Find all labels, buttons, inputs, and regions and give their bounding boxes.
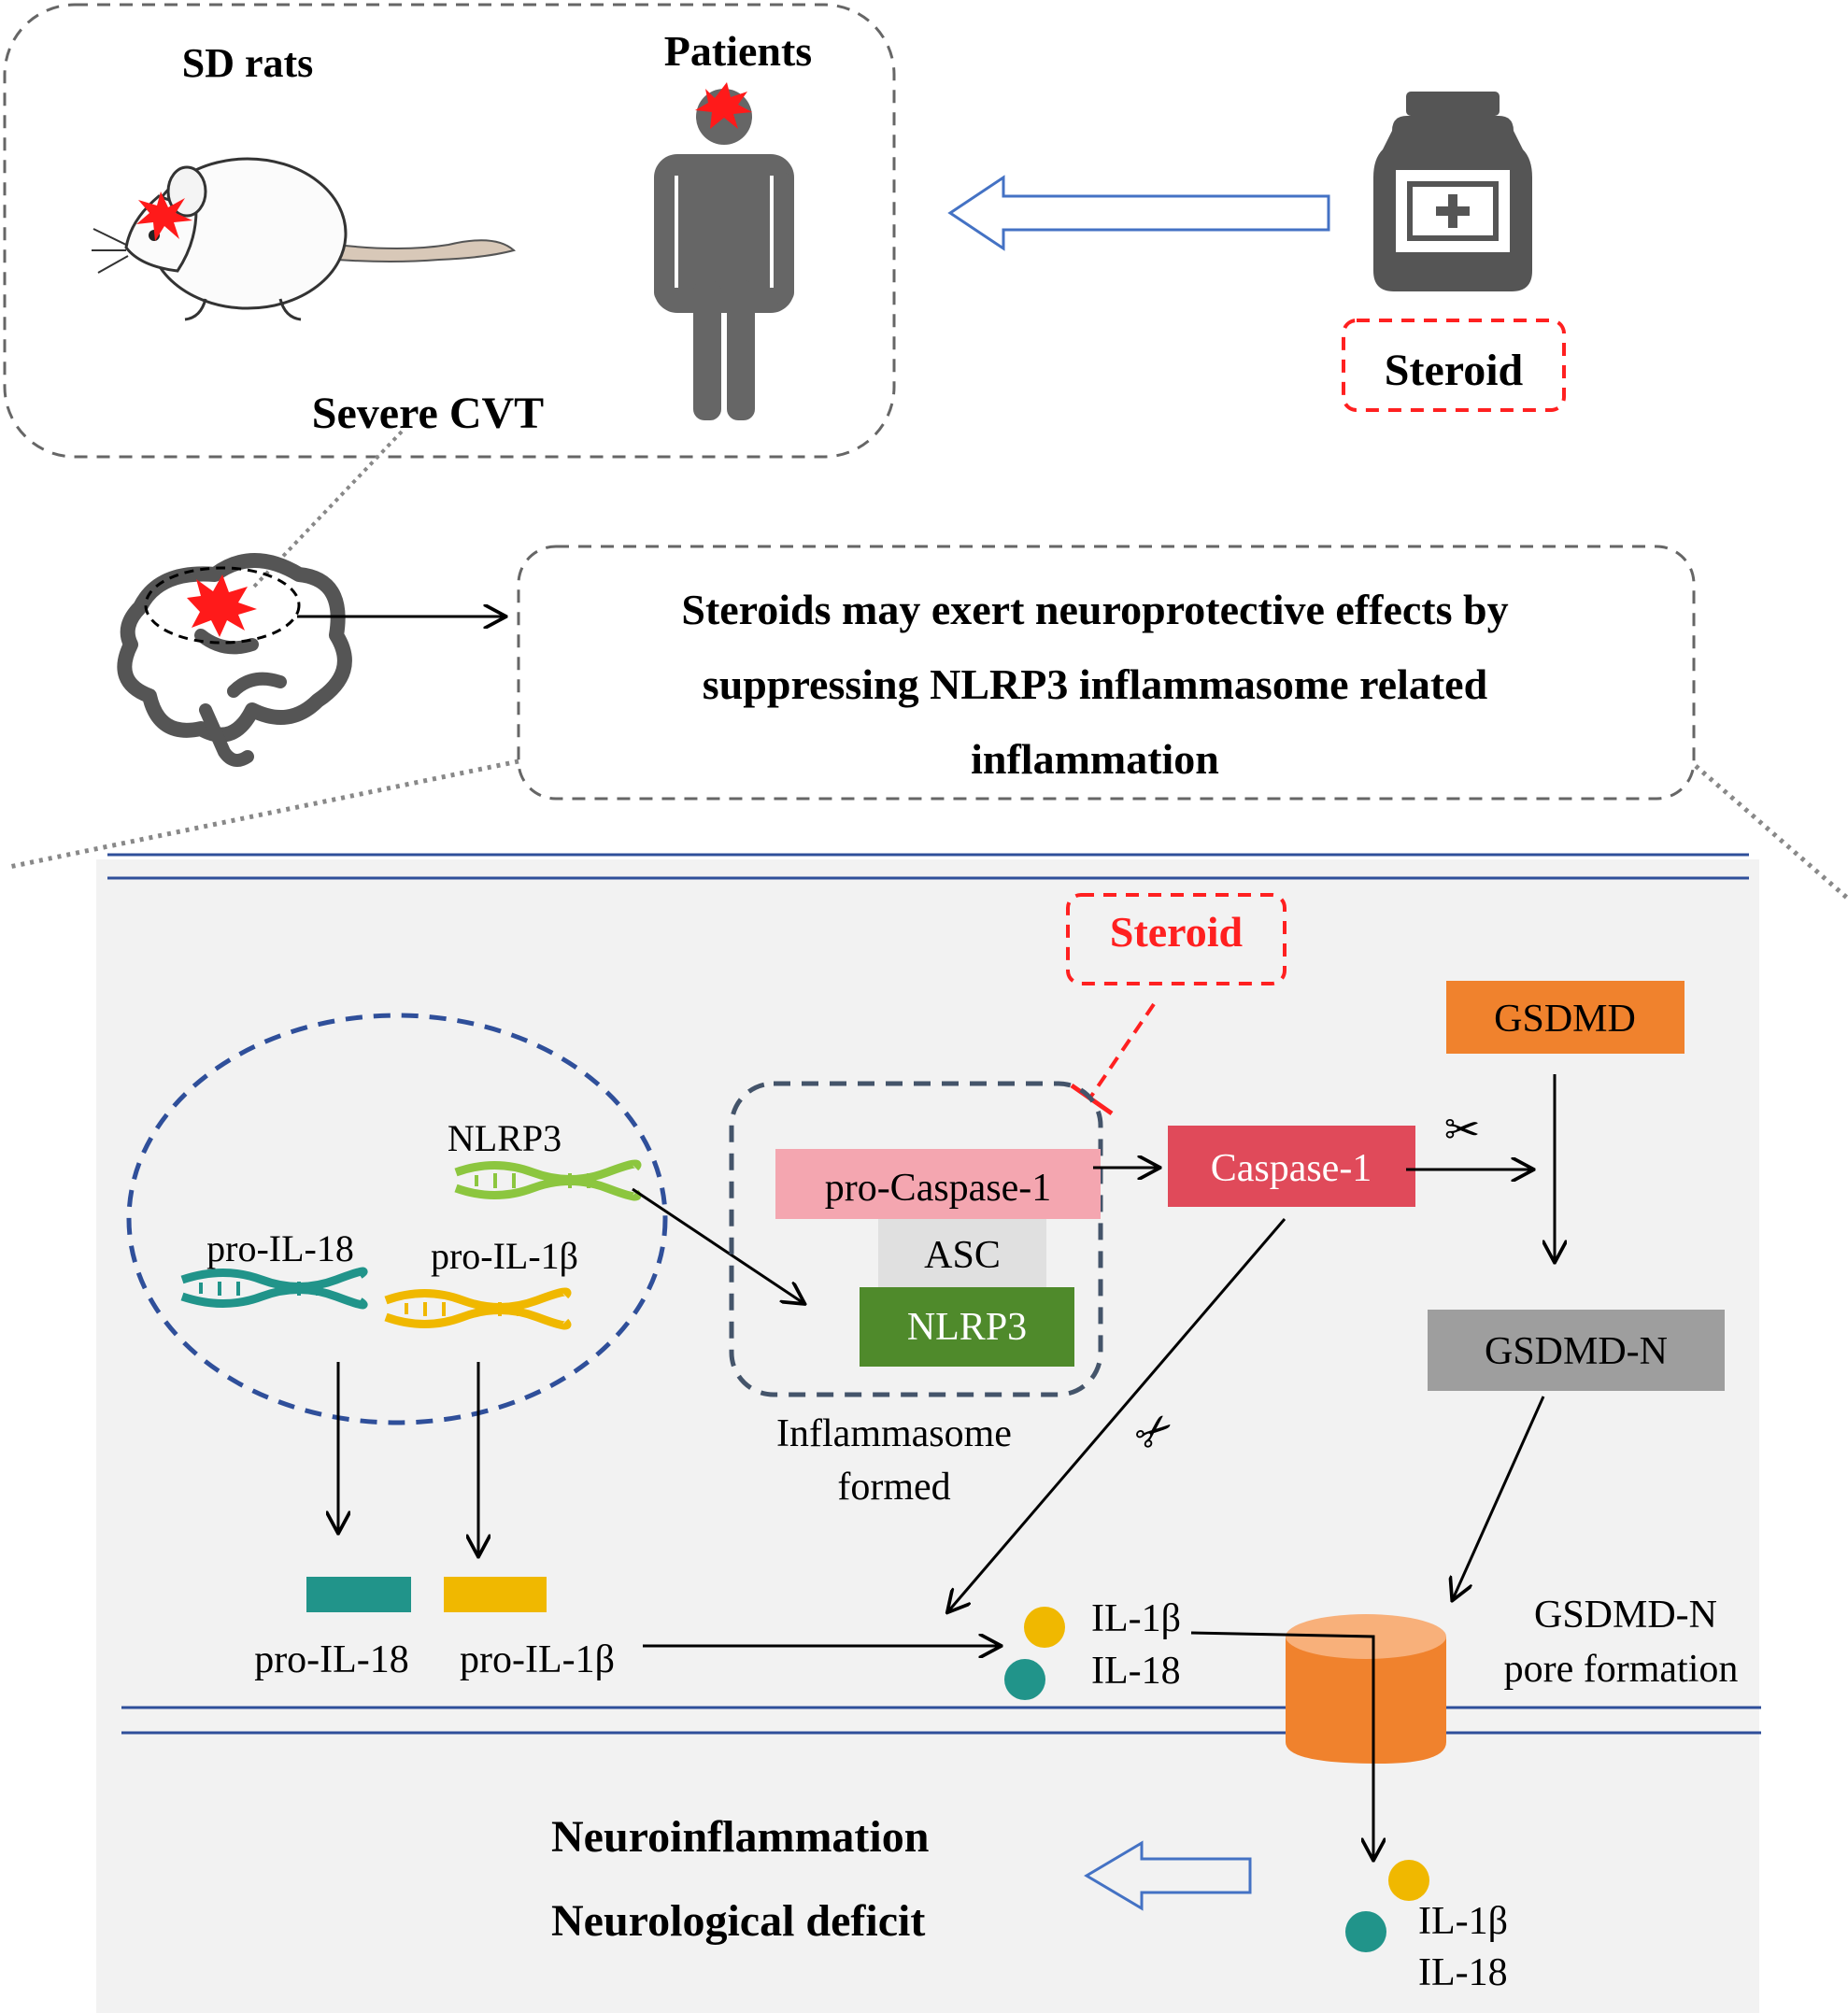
steroid-top-box — [1342, 319, 1566, 412]
nlrp3-gene-label: NLRP3 — [448, 1117, 562, 1159]
brain-icon — [117, 553, 352, 767]
patient-icon — [654, 82, 794, 420]
steroid-top-label: Steroid — [1385, 346, 1524, 395]
outcome-arrow — [1084, 1840, 1252, 1911]
treatment-arrow — [947, 175, 1330, 251]
nlrp3-protein-box — [860, 1287, 1074, 1367]
inflammasome-complex — [729, 1081, 1103, 1397]
gsdmd-n-label: GSDMD-N — [1485, 1330, 1668, 1373]
gsdmd-label: GSDMD — [1494, 998, 1636, 1041]
pro-il1b-protein-bar — [444, 1577, 547, 1612]
il18-released-dot — [1345, 1911, 1386, 1952]
scissors-icon: ✂ — [1444, 1106, 1481, 1154]
patients-label: Patients — [664, 27, 812, 75]
il1b-inside-label: IL-1β — [1091, 1597, 1181, 1640]
medicine-bottle-icon — [1373, 92, 1532, 291]
summary-box — [517, 545, 1696, 801]
pro-il1b-protein-label: pro-IL-1β — [460, 1638, 615, 1681]
models-panel: SD rats Patients Severe CVT — [3, 3, 896, 459]
pro-il1b-dna-icon — [384, 1287, 572, 1330]
outcome-1: Neuroinflammation — [551, 1812, 929, 1862]
il1b-released-label: IL-1β — [1418, 1900, 1508, 1943]
pore-label-2: pore formation — [1504, 1648, 1739, 1691]
nucleus — [126, 1013, 668, 1425]
steroid-pathway-label: Steroid — [1110, 908, 1244, 956]
pore-label-1: GSDMD-N — [1534, 1594, 1717, 1637]
disease-label: Severe CVT — [312, 389, 544, 438]
pro-il1b-gene-label: pro-IL-1β — [431, 1235, 578, 1277]
rats-label: SD rats — [182, 40, 314, 86]
asc-label: ASC — [924, 1234, 1001, 1277]
il18-inside-label: IL-18 — [1091, 1650, 1181, 1693]
il1b-released-dot — [1388, 1860, 1429, 1901]
gsdmd-n-box — [1428, 1310, 1725, 1391]
pro-caspase-1-label: pro-Caspase-1 — [825, 1167, 1052, 1210]
summary-line-2: suppressing NLRP3 inflammasome related — [703, 660, 1488, 708]
pro-il18-protein-label: pro-IL-18 — [254, 1638, 409, 1681]
inflammasome-caption-1: Inflammasome — [776, 1412, 1012, 1455]
pro-caspase-1-box — [775, 1149, 1101, 1219]
caspase-1-box — [1168, 1126, 1415, 1207]
gsdmd-box — [1446, 981, 1685, 1054]
summary-line-1: Steroids may exert neuroprotective effec… — [681, 586, 1508, 633]
nlrp3-protein-label: NLRP3 — [907, 1306, 1027, 1349]
il18-released-label: IL-18 — [1418, 1951, 1508, 1994]
asc-box — [878, 1219, 1046, 1287]
nlrp3-dna-icon — [454, 1159, 642, 1201]
steroid-pathway-box — [1066, 893, 1286, 985]
summary-line-3: inflammation — [971, 735, 1219, 783]
pro-il18-dna-icon — [180, 1267, 368, 1310]
pro-il18-gene-label: pro-IL-18 — [206, 1227, 354, 1269]
pro-il18-protein-bar — [306, 1577, 411, 1612]
inflammasome-caption-2: formed — [837, 1466, 950, 1509]
rat-icon — [92, 157, 517, 321]
il18-inside-dot — [1004, 1659, 1045, 1700]
caspase-1-label: Caspase-1 — [1211, 1147, 1372, 1190]
outcome-2: Neurological deficit — [551, 1896, 925, 1946]
il1b-inside-dot — [1024, 1607, 1065, 1648]
